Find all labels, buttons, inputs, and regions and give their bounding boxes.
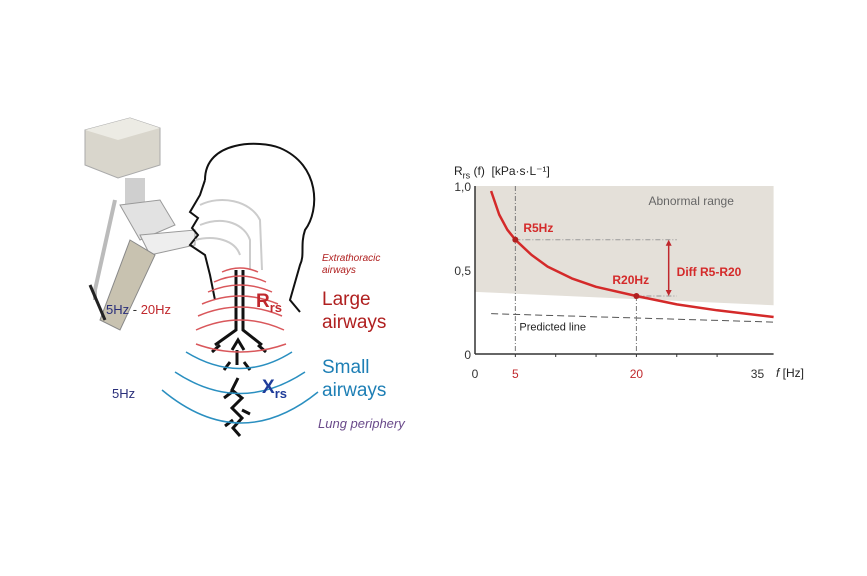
diff-arrow-head-up xyxy=(665,239,672,246)
predicted-line xyxy=(491,313,774,323)
rrs-curve xyxy=(489,190,774,319)
chart-x-label: f [Hz] xyxy=(776,366,805,380)
r20-label: R20Hz xyxy=(612,273,649,287)
airway-tree-icon xyxy=(211,270,267,437)
x-tick-label: 5 xyxy=(512,367,519,381)
r20-point xyxy=(633,293,640,300)
y-tick-label: 1,0 xyxy=(454,180,471,194)
predicted-line-label: Predicted line xyxy=(519,321,586,333)
diff-label: Diff R5-R20 xyxy=(677,265,742,279)
large-airway-waves xyxy=(195,267,287,353)
r5-point xyxy=(512,236,519,243)
abnormal-range-label: Abnormal range xyxy=(649,194,735,208)
x-tick-label: 0 xyxy=(472,367,479,381)
rrs-symbol: Rrs xyxy=(256,291,283,315)
lung-periphery-label: Lung periphery xyxy=(318,416,405,431)
small-airway-waves xyxy=(161,351,319,424)
abnormal-range-area xyxy=(475,186,774,306)
xrs-symbol: Xrs xyxy=(262,377,287,401)
freq-low-label: 5Hz xyxy=(112,386,136,401)
x-tick-label: 20 xyxy=(630,367,644,381)
chart-y-label: Rrs (f) [kPa·s·L⁻¹] xyxy=(454,164,550,181)
oscillometry-device xyxy=(84,117,196,331)
freq-range-label: 5Hz - 20Hz xyxy=(106,302,172,317)
diff-arrow-head-down xyxy=(665,290,672,297)
y-tick-label: 0 xyxy=(464,348,471,362)
x-tick-label: 35 xyxy=(751,367,765,381)
r5-label: R5Hz xyxy=(523,221,553,235)
y-tick-label: 0,5 xyxy=(454,264,471,278)
head-outline-icon xyxy=(188,142,316,313)
